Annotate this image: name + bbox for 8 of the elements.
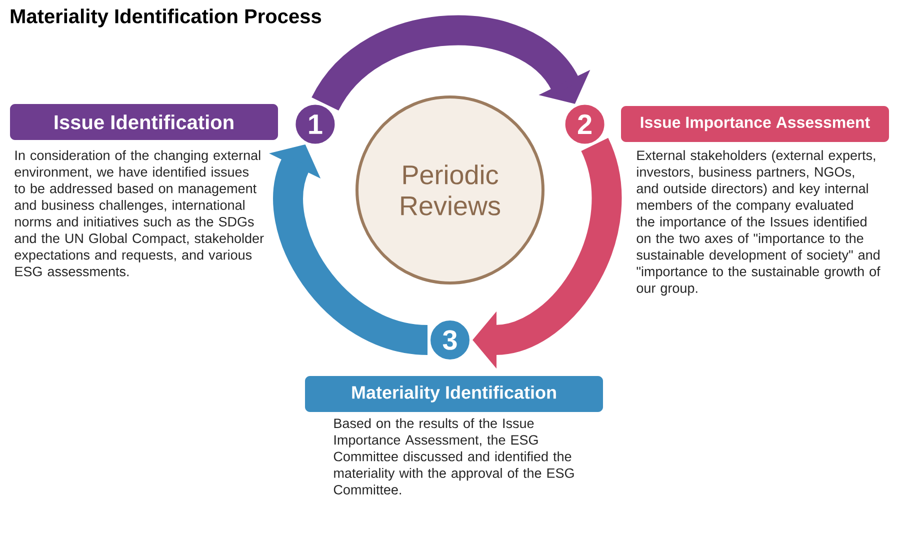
description-text: Based on the results of the Issue Importance Assessment, the ESG Committee discussed and identified the materiality with the approval of the ESG Committee. (334, 418, 574, 494)
title: Materiality Identification Process (10, 8, 322, 28)
description-text: In consideration of the changing external environment, we have identified issues to be addressed based on management and business challenges, international norms and initiatives such as the SDGs and the UN Global Compact, stakeholder expectations and requests, and various ESG assessments. (14, 150, 264, 276)
description-text: External stakeholders (external experts, investors, business partners, NGOs, and outside directors) and key internal members of the company evaluated the importance of the Issues identified on the two axes of "importance to the sustainable development of society" and "importance to the sustainable growth of our group. (636, 150, 880, 296)
curved-arrow (312, 16, 590, 112)
heading-band: Materiality Identification (305, 376, 603, 412)
heading-band: Issue Identification (10, 104, 278, 140)
heading-band: Issue Importance Assessment (621, 106, 889, 142)
